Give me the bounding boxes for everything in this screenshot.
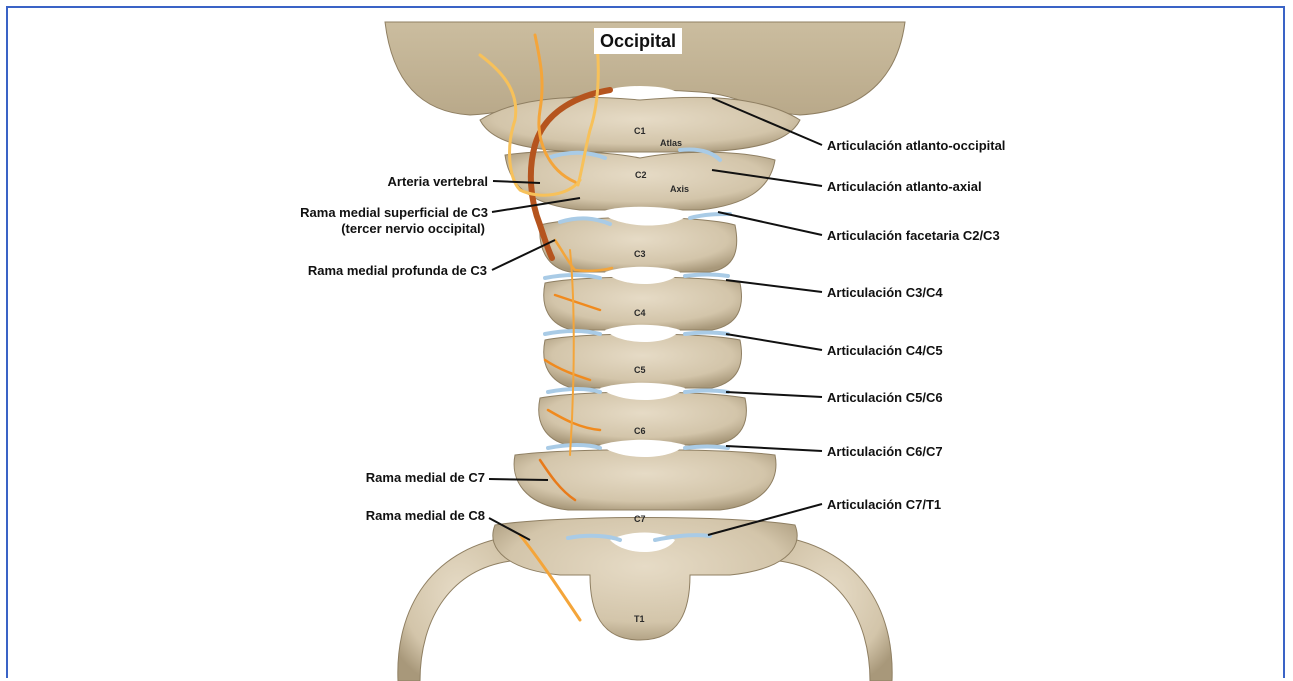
occipital-title: Occipital <box>594 28 682 54</box>
label-atlanto-occipital: Articulación atlanto-occipital <box>827 138 1005 153</box>
label-c7: C7 <box>634 514 646 524</box>
label-c6-c7: Articulación C6/C7 <box>827 444 943 459</box>
label-t1: T1 <box>634 614 645 624</box>
first-rib-left <box>398 535 520 681</box>
label-rama-superficial-c3-line2: (tercer nervio occipital) <box>341 221 485 236</box>
label-c5-c6: Articulación C5/C6 <box>827 390 943 405</box>
label-rama-c7: Rama medial de C7 <box>366 470 485 485</box>
label-c4: C4 <box>634 308 646 318</box>
label-c4-c5: Articulación C4/C5 <box>827 343 943 358</box>
label-c3: C3 <box>634 249 646 259</box>
label-c3-c4: Articulación C3/C4 <box>827 285 943 300</box>
label-facetaria-c2-c3: Articulación facetaria C2/C3 <box>827 228 1000 243</box>
label-c6: C6 <box>634 426 646 436</box>
label-c1: C1 <box>634 126 646 136</box>
label-atlanto-axial: Articulación atlanto-axial <box>827 179 982 194</box>
label-c7-t1: Articulación C7/T1 <box>827 497 941 512</box>
label-rama-superficial-c3-line1: Rama medial superficial de C3 <box>300 205 488 220</box>
label-axis: Axis <box>670 184 689 194</box>
label-rama-profunda-c3: Rama medial profunda de C3 <box>308 263 487 278</box>
label-atlas: Atlas <box>660 138 682 148</box>
label-c5: C5 <box>634 365 646 375</box>
label-arteria-vertebral: Arteria vertebral <box>388 174 488 189</box>
label-c2: C2 <box>635 170 647 180</box>
label-rama-c8: Rama medial de C8 <box>366 508 485 523</box>
first-rib-right <box>770 535 892 681</box>
